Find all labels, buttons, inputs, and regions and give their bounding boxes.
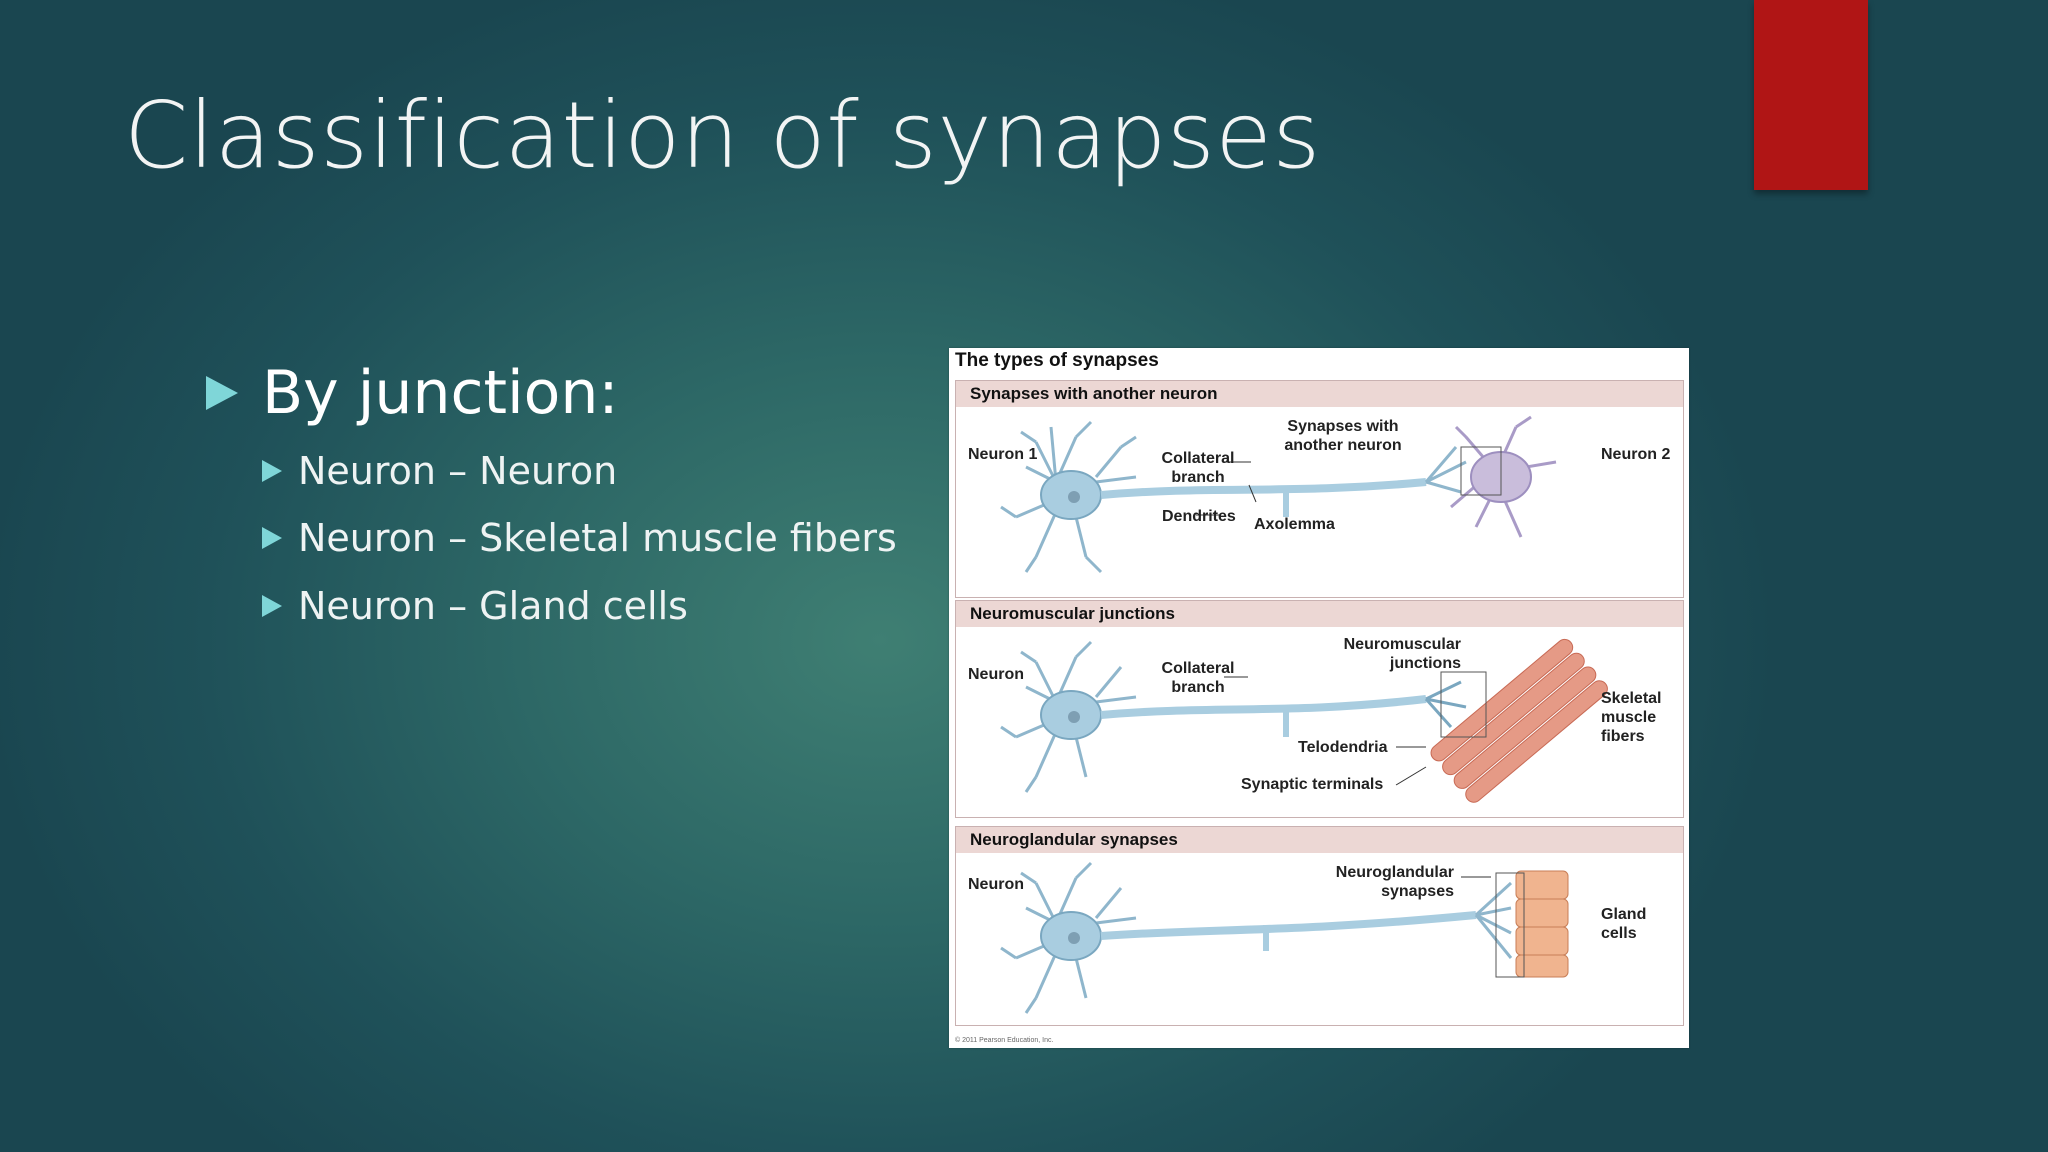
label-dendrites: Dendrites (1162, 508, 1236, 525)
label-neuroglandular-synapses: Neuroglandular synapses (1335, 864, 1454, 900)
bullet-text: By junction: (262, 358, 619, 428)
label-telodendria: Telodendria (1298, 739, 1388, 756)
bullet-arrow-icon (262, 595, 282, 617)
figure-credit: © 2011 Pearson Education, Inc. (955, 1037, 1054, 1044)
label-neuron: Neuron (968, 876, 1024, 893)
slide-title: Classification of synapses (124, 82, 1321, 189)
accent-bar (1754, 0, 1868, 190)
subbullet-text: Neuron – Gland cells (298, 584, 688, 628)
bullet-by-junction: By junction: (200, 358, 619, 428)
neuron-neuron-illustration (1000, 415, 1557, 574)
label-synapses: Synapses with another neuron (1284, 418, 1402, 454)
panel-neuroglandular: Neuroglandular synapses Neuron Neuroglan… (955, 826, 1684, 1026)
label-gland-cells: Gland cells (1601, 906, 1647, 942)
label-neuron-1: Neuron 1 (968, 446, 1038, 463)
panel-body: Neuron Neuroglandular synapses Gland cel… (956, 853, 1683, 1025)
panel-neuron-neuron: Synapses with another neuron Neuron 1 S (955, 380, 1684, 598)
subbullet-text: Neuron – Skeletal muscle fibers (298, 516, 897, 560)
subbullet-1: Neuron – Neuron (262, 449, 617, 493)
bullet-arrow-icon (206, 376, 238, 410)
label-neuron-2: Neuron 2 (1601, 446, 1671, 463)
panel-neuromuscular: Neuromuscular junctions (955, 600, 1684, 818)
label-neuromuscular-junctions: Neuromuscular junctions (1343, 636, 1461, 672)
subbullet-text: Neuron – Neuron (298, 449, 618, 493)
figure-title: The types of synapses (955, 350, 1159, 371)
neuromuscular-illustration (1000, 638, 1608, 803)
bullet-arrow-icon (262, 527, 282, 549)
bullet-arrow-icon (262, 460, 282, 482)
synapse-figure: The types of synapses Synapses with anot… (949, 348, 1689, 1048)
subbullet-2: Neuron – Skeletal muscle fibers (262, 516, 897, 560)
neuroglandular-illustration (1000, 861, 1569, 1014)
panel-body: Neuron Collateral branch Neuromuscular j… (956, 627, 1683, 817)
label-collateral-branch: Collateral branch (1161, 450, 1235, 486)
panel-heading: Neuroglandular synapses (956, 827, 1683, 853)
label-collateral-branch: Collateral branch (1161, 660, 1235, 696)
subbullet-3: Neuron – Gland cells (262, 584, 688, 628)
panel-body: Neuron 1 Synapses with another neuron Co… (956, 407, 1683, 597)
label-skeletal-muscle-fibers: Skeletal muscle fibers (1601, 690, 1662, 745)
panel-heading: Neuromuscular junctions (956, 601, 1683, 627)
label-neuron: Neuron (968, 666, 1024, 683)
label-synaptic-terminals: Synaptic terminals (1241, 776, 1384, 793)
panel-heading: Synapses with another neuron (956, 381, 1683, 407)
label-axolemma: Axolemma (1254, 516, 1335, 533)
